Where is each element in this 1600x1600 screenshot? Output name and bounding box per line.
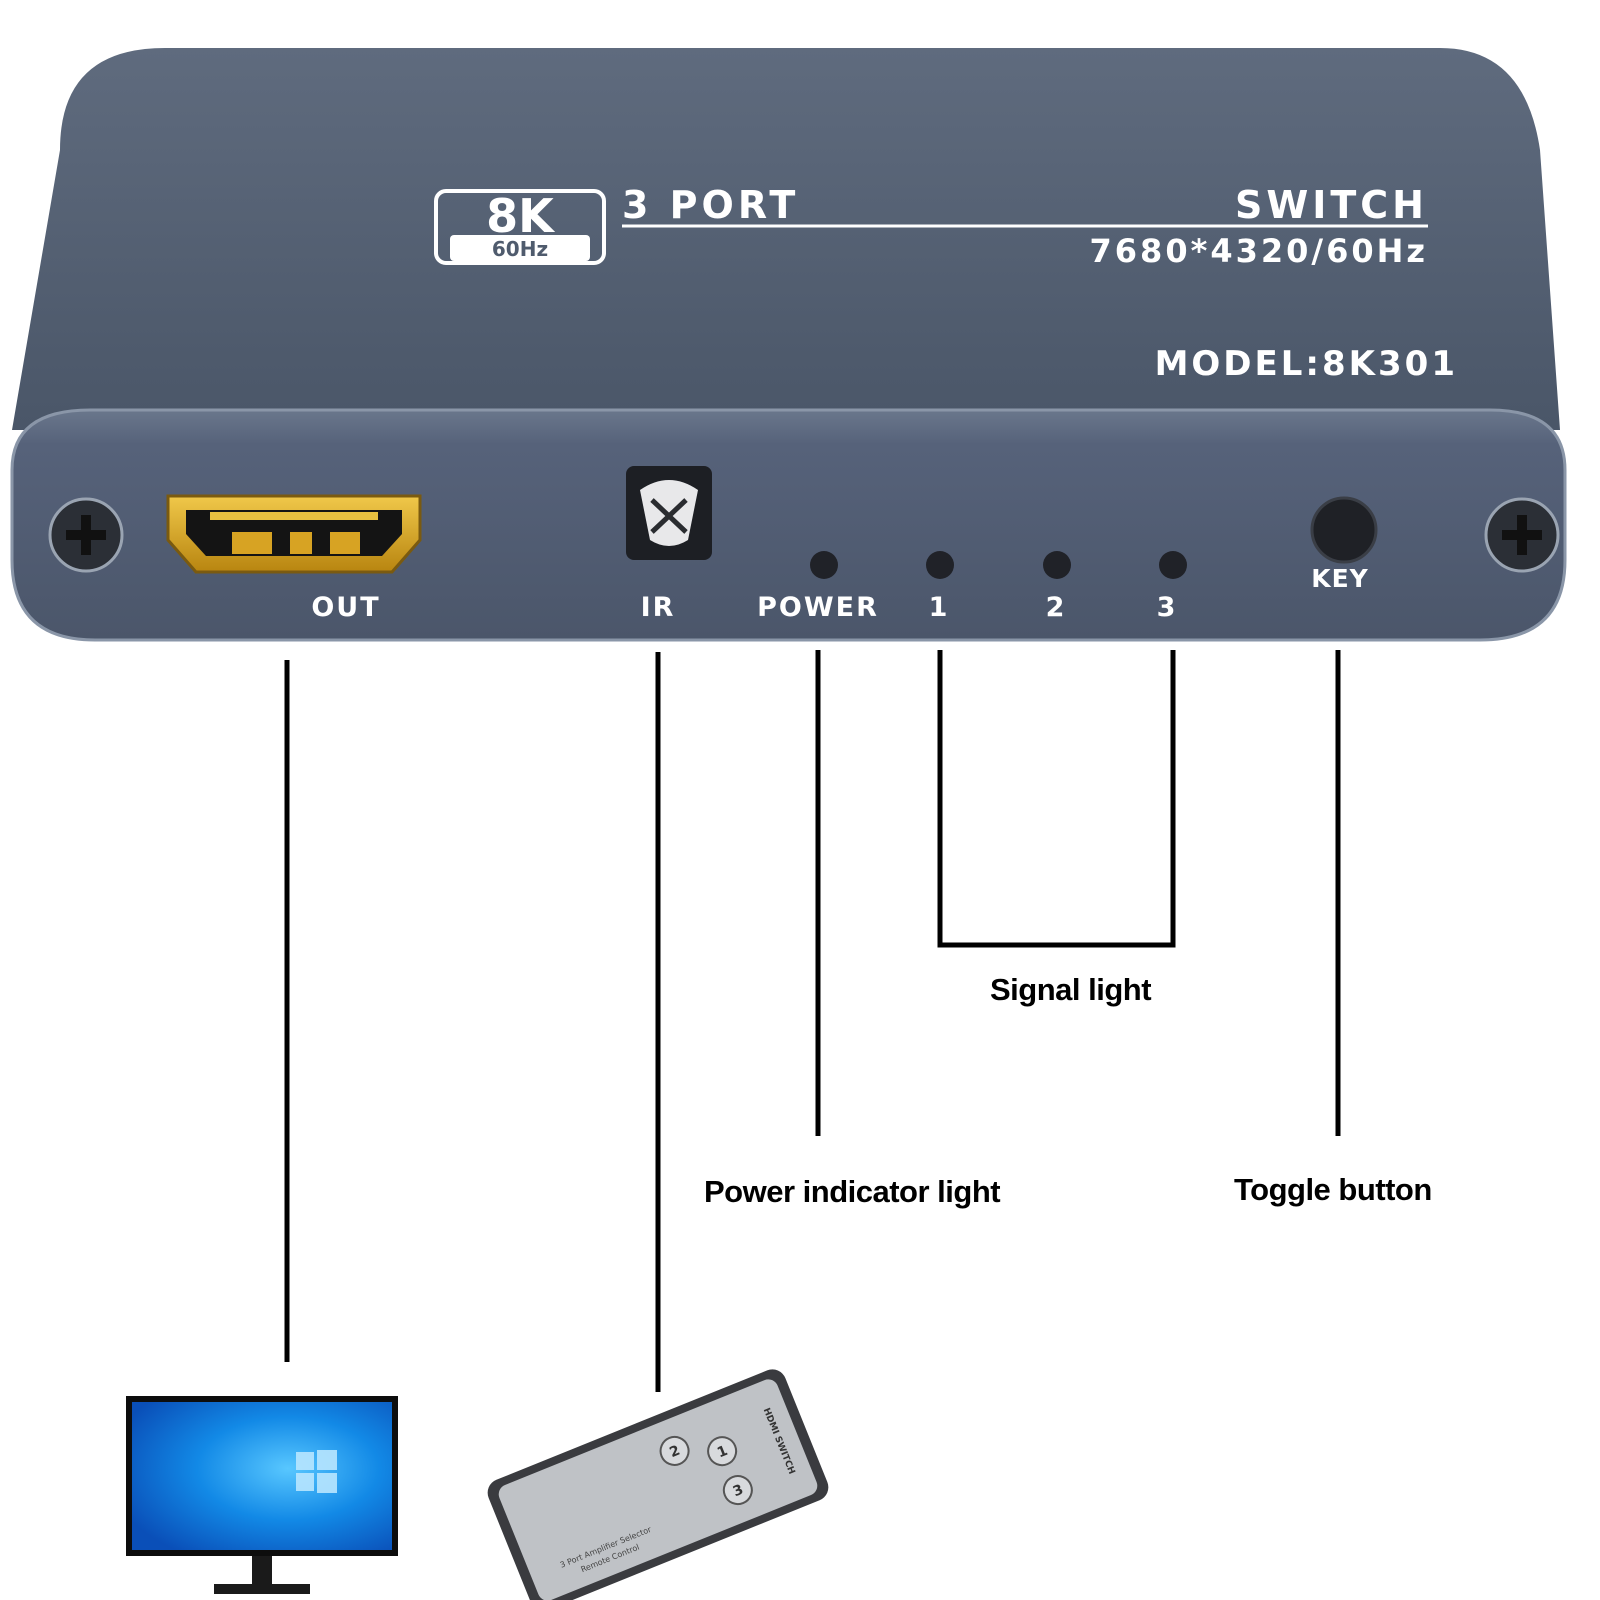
hdmi-out-port[interactable] xyxy=(166,494,422,574)
signal-led-1 xyxy=(926,551,954,579)
windows-logo-icon xyxy=(296,1450,337,1493)
title-left: 3 PORT xyxy=(622,183,799,227)
monitor-icon xyxy=(126,1396,398,1594)
signal-led-2 xyxy=(1043,551,1071,579)
title-right: SWITCH xyxy=(1235,183,1428,227)
callout-lines xyxy=(284,650,1341,1392)
led-2-label: 2 xyxy=(1046,592,1065,623)
device-front-panel xyxy=(10,408,1567,642)
led-3-label: 3 xyxy=(1157,592,1176,623)
toggle-button-label: Toggle button xyxy=(1234,1172,1432,1207)
toggle-key-button[interactable] xyxy=(1310,496,1378,564)
led-power-label: POWER xyxy=(757,592,879,623)
device-top-surface xyxy=(12,48,1560,430)
8k-badge: 8K 60Hz xyxy=(434,189,606,265)
remote-button-3[interactable]: 3 xyxy=(720,1472,756,1508)
model-text: MODEL:8K301 xyxy=(1155,344,1458,384)
resolution-text: 7680*4320/60Hz xyxy=(1090,232,1428,270)
remote-button-2[interactable]: 2 xyxy=(656,1433,692,1469)
remote-control-icon: HDMI SWITCH 2 1 3 3 Port Amplifier Selec… xyxy=(487,1369,829,1600)
signal-bracket-line xyxy=(937,650,1176,948)
led-1-label: 1 xyxy=(929,592,948,623)
hdmi-switch-device: 8K 60Hz 3 PORT SWITCH 7680*4320/60Hz MOD… xyxy=(10,48,1567,642)
remote-button-1[interactable]: 1 xyxy=(704,1433,740,1469)
badge-main: 8K xyxy=(486,189,556,243)
right-screw-icon xyxy=(1484,497,1560,573)
port-ir-label: IR xyxy=(641,592,676,623)
ir-receiver-icon xyxy=(626,466,712,560)
port-out-label: OUT xyxy=(311,592,380,623)
left-screw-icon xyxy=(48,497,124,573)
signal-light-label: Signal light xyxy=(990,972,1152,1007)
badge-sub: 60Hz xyxy=(492,237,548,261)
power-led xyxy=(810,551,838,579)
key-label: KEY xyxy=(1311,564,1369,593)
signal-led-3 xyxy=(1159,551,1187,579)
power-indicator-label: Power indicator light xyxy=(704,1174,1001,1209)
